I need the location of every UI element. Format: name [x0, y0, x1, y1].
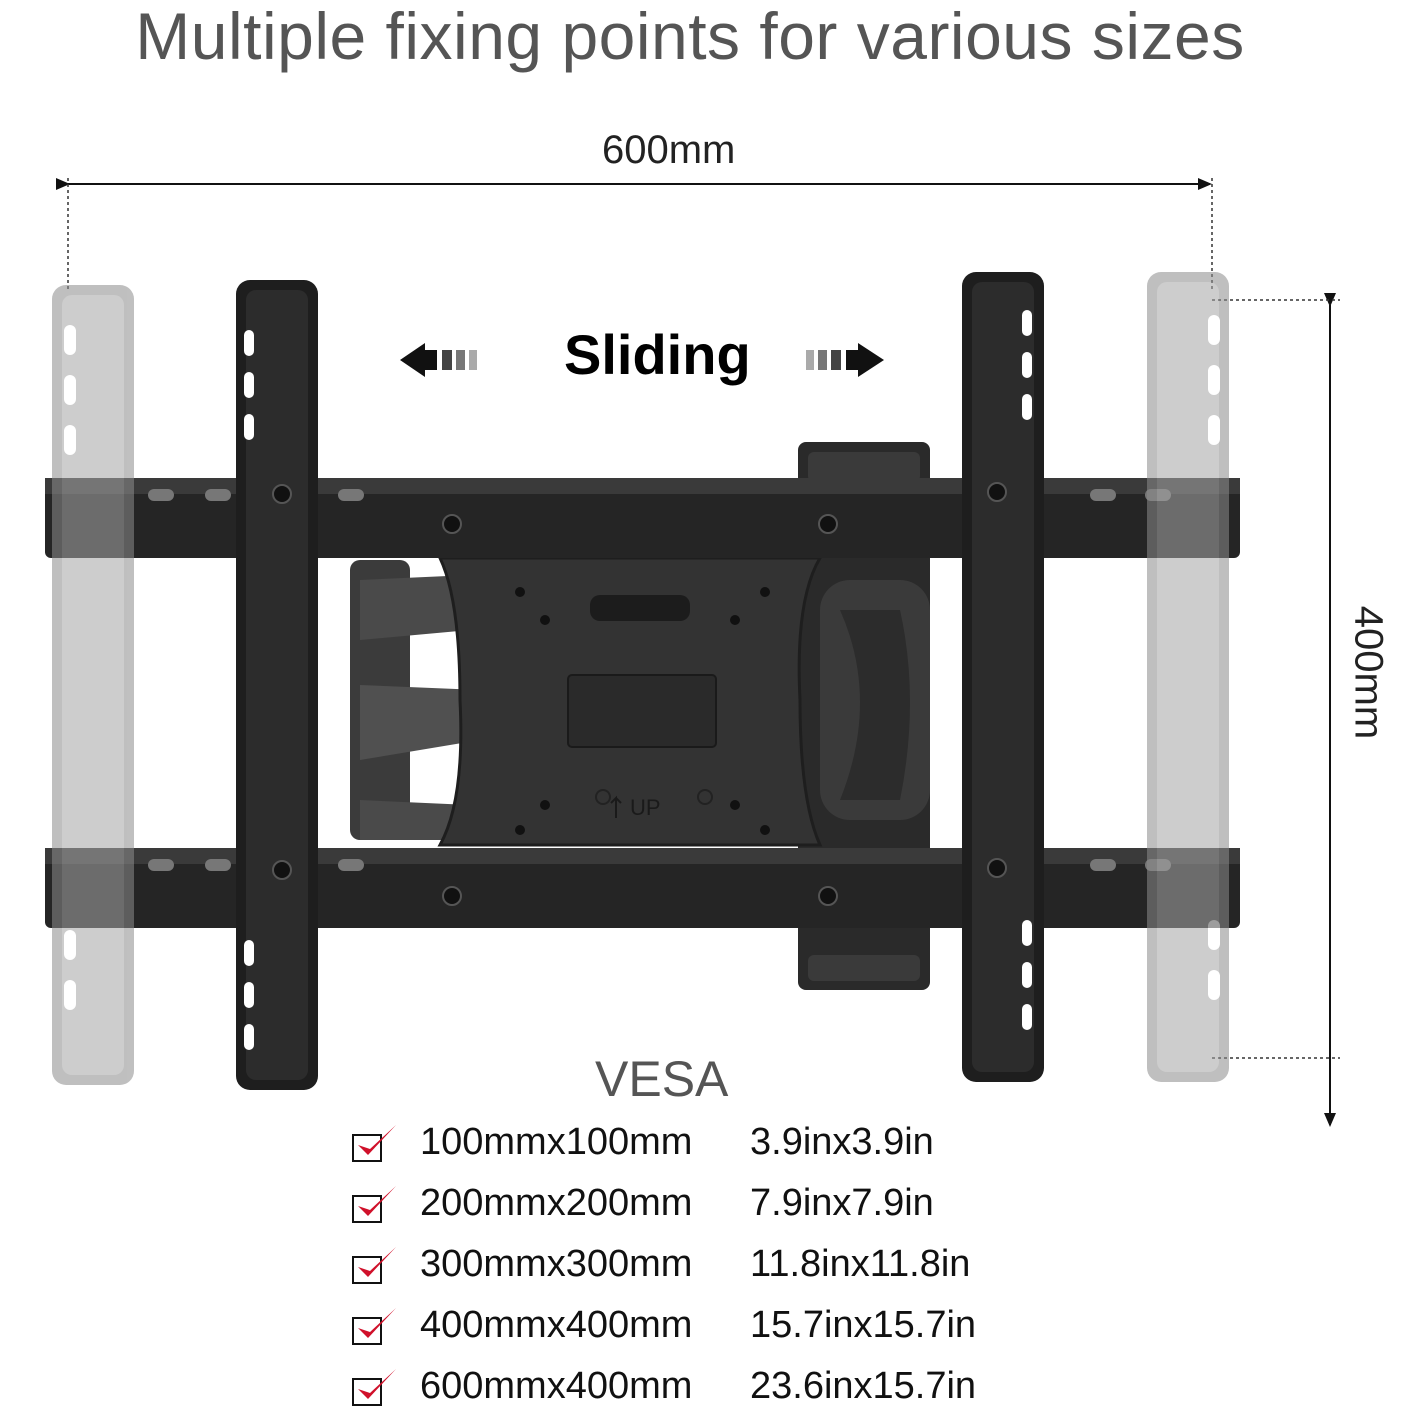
- vesa-plate: UP: [437, 556, 823, 847]
- ghost-bracket-left: [52, 285, 134, 1085]
- ghost-bracket-right: [1147, 272, 1229, 1082]
- list-item: 200mmx200mm 7.9inx7.9in: [350, 1173, 976, 1234]
- vesa-size-list: 100mmx100mm 3.9inx3.9in 200mmx200mm 7.9i…: [350, 1112, 976, 1417]
- vesa-imperial: 15.7inx15.7in: [750, 1304, 977, 1346]
- list-item: 100mmx100mm 3.9inx3.9in: [350, 1112, 976, 1173]
- width-dimension-arrow-icon: [56, 178, 1213, 290]
- width-dimension-label: 600mm: [602, 128, 736, 172]
- vesa-metric: 100mmx100mm: [420, 1121, 693, 1163]
- vesa-metric: 400mmx400mm: [420, 1304, 693, 1346]
- vesa-imperial: 11.8inx11.8in: [750, 1243, 971, 1285]
- horizontal-rail-top: [45, 478, 1240, 558]
- list-item: 400mmx400mm 15.7inx15.7in: [350, 1295, 976, 1356]
- vesa-title: VESA: [595, 1051, 729, 1107]
- height-dimension-arrow-icon: [1212, 293, 1340, 1127]
- list-item: 600mmx400mm 23.6inx15.7in: [350, 1356, 976, 1417]
- list-item: 300mmx300mm 11.8inx11.8in: [350, 1234, 976, 1295]
- articulating-arm: [350, 560, 930, 840]
- arrow-right-icon: [806, 343, 884, 377]
- checkmark-icon: [352, 1124, 396, 1162]
- vesa-metric: 600mmx400mm: [420, 1365, 693, 1407]
- horizontal-rail-bottom: [45, 848, 1240, 928]
- checkmark-icon: [352, 1307, 396, 1345]
- vesa-imperial: 3.9inx3.9in: [750, 1121, 934, 1163]
- vesa-metric: 200mmx200mm: [420, 1182, 693, 1224]
- vesa-metric: 300mmx300mm: [420, 1243, 693, 1285]
- up-marking: UP: [630, 795, 661, 820]
- checkmark-icon: [352, 1368, 396, 1406]
- headline: Multiple fixing points for various sizes: [135, 0, 1245, 73]
- vertical-bracket-right: [962, 272, 1044, 1082]
- checkmark-icon: [352, 1185, 396, 1223]
- vertical-bracket-left: [236, 280, 318, 1090]
- checkmark-icon: [352, 1246, 396, 1284]
- arrow-left-icon: [400, 343, 477, 377]
- sliding-label: Sliding: [564, 323, 751, 386]
- vesa-imperial: 7.9inx7.9in: [750, 1182, 934, 1224]
- vesa-imperial: 23.6inx15.7in: [750, 1365, 977, 1407]
